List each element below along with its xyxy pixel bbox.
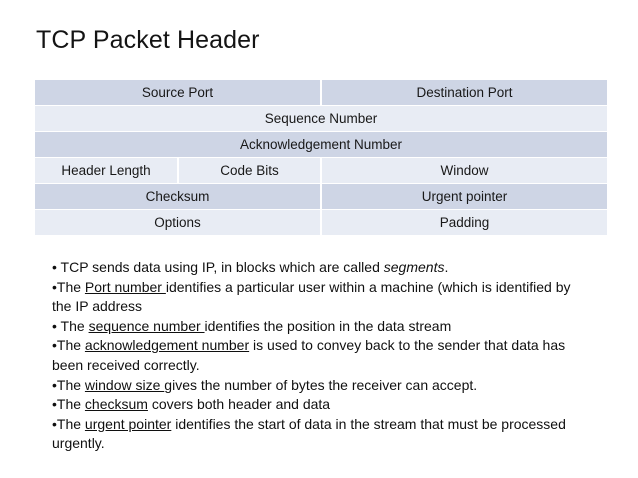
bullet-text-run: acknowledgement number — [84, 337, 250, 354]
bullet-text-run: identifies the position in the data stre… — [204, 317, 452, 334]
bullet-text-run: . — [444, 259, 449, 275]
packet-field-cell: Options — [35, 209, 321, 235]
bullet-text-run: sequence number — [88, 317, 205, 334]
packet-field-cell: Code Bits — [177, 157, 321, 184]
bullet-text-run: •The — [52, 337, 85, 354]
bullet-text-run: •The — [52, 396, 85, 413]
packet-field-cell: Source Port — [35, 80, 321, 106]
packet-field-cell: Urgent pointer — [320, 183, 607, 210]
bullet-urgent-pointer: •The urgent pointer identifies the start… — [52, 415, 592, 454]
bullet-segments: • TCP sends data using IP, in blocks whi… — [52, 258, 592, 278]
bullet-list: • TCP sends data using IP, in blocks whi… — [52, 258, 592, 454]
page-title: TCP Packet Header — [36, 26, 260, 54]
bullet-text-run: identifies a particular user within a ma… — [52, 278, 571, 315]
bullet-text-run: identifies the start of data in the stre… — [52, 415, 566, 452]
bullet-text-run: •The — [52, 415, 85, 432]
bullet-text-run: covers both header and data — [147, 396, 331, 413]
bullet-text-run: • TCP sends data using IP, in blocks whi… — [52, 259, 384, 275]
bullet-sequence-number: • The sequence number identifies the pos… — [52, 317, 592, 337]
packet-field-cell: Checksum — [35, 183, 321, 210]
bullet-text-run: checksum — [84, 396, 148, 413]
bullet-text-run: • The — [52, 317, 89, 334]
packet-field-cell: Acknowledgement Number — [35, 131, 607, 158]
packet-field-cell: Destination Port — [320, 80, 607, 106]
bullet-port-number: •The Port number identifies a particular… — [52, 278, 592, 317]
packet-field-cell: Window — [320, 157, 607, 184]
bullet-text-run: Port number — [84, 278, 166, 295]
packet-field-cell: Header Length — [35, 157, 178, 184]
packet-field-cell: Padding — [320, 209, 607, 235]
bullet-text-run: •The — [52, 278, 85, 295]
bullet-text-run: window size — [84, 376, 165, 393]
bullet-text-run: is used to convey back to the sender tha… — [52, 337, 566, 373]
bullet-text-run: gives the number of bytes the receiver c… — [164, 376, 478, 393]
bullet-checksum: •The checksum covers both header and dat… — [52, 395, 592, 415]
packet-table-row: Acknowledgement Number — [35, 131, 607, 158]
bullet-text-run: urgent pointer — [84, 415, 172, 432]
packet-table-row: Sequence Number — [35, 105, 607, 132]
bullet-acknowledgement-number: •The acknowledgement number is used to c… — [52, 336, 592, 375]
packet-field-cell: Sequence Number — [35, 105, 607, 132]
bullet-text-run: segments — [383, 259, 445, 275]
bullet-text-run: •The — [52, 376, 85, 393]
bullet-window-size: •The window size gives the number of byt… — [52, 376, 592, 396]
